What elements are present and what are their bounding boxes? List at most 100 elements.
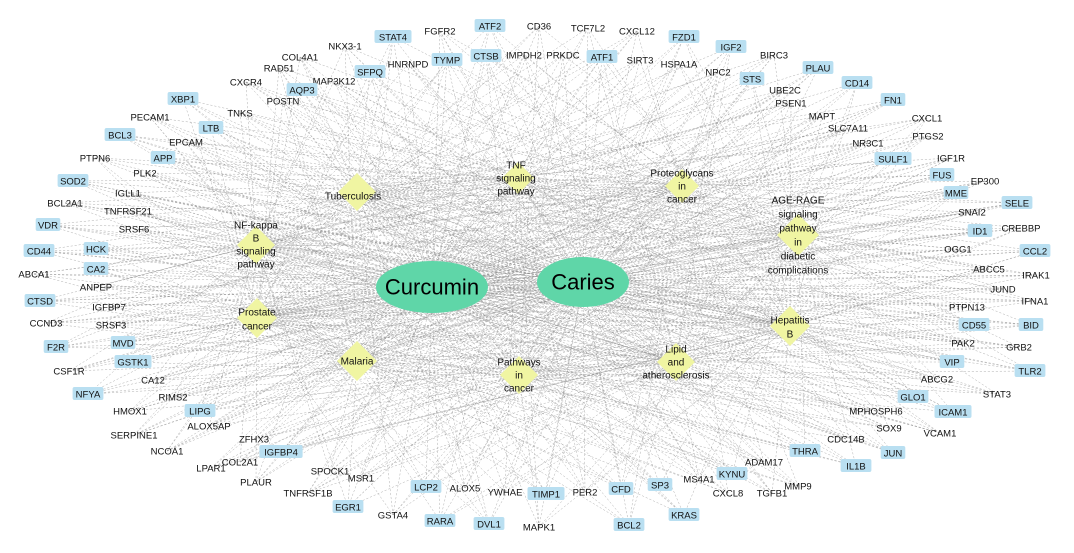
gene-label: ATF2 bbox=[479, 22, 502, 33]
gene-label: STAT3 bbox=[983, 390, 1011, 401]
pathway-label: Hepatitis bbox=[771, 316, 810, 327]
gene-label: VCAM1 bbox=[924, 429, 957, 440]
edge bbox=[64, 202, 520, 376]
gene-highlight bbox=[647, 478, 673, 491]
gene-label: UBE2C bbox=[769, 86, 801, 97]
edge bbox=[407, 63, 791, 327]
edge bbox=[255, 244, 506, 493]
gene-node: CTSB bbox=[470, 49, 502, 63]
gene-label: SPOCK1 bbox=[311, 467, 350, 478]
edge bbox=[255, 244, 441, 522]
gene-node: HCK bbox=[83, 242, 109, 256]
gene-node: EGR1 bbox=[332, 500, 364, 514]
edge bbox=[55, 177, 519, 348]
edge bbox=[489, 25, 584, 283]
edge bbox=[95, 244, 257, 250]
gene-node: CSF1R bbox=[53, 367, 84, 378]
gene-highlight bbox=[840, 459, 872, 472]
gene-label: NR3C1 bbox=[852, 139, 883, 150]
edge bbox=[356, 191, 799, 487]
edge bbox=[431, 142, 869, 288]
edge bbox=[87, 244, 257, 395]
edge bbox=[431, 55, 487, 288]
gene-node: MAP3K12 bbox=[313, 77, 356, 88]
edge bbox=[152, 244, 257, 381]
edge bbox=[210, 127, 358, 193]
edge bbox=[582, 78, 753, 283]
edge bbox=[162, 157, 433, 288]
edge bbox=[681, 46, 732, 187]
edge bbox=[356, 191, 973, 213]
edge bbox=[485, 55, 519, 179]
edge bbox=[431, 157, 952, 288]
edge bbox=[182, 98, 358, 193]
gene-node: MME bbox=[943, 186, 969, 200]
edge bbox=[582, 67, 819, 283]
gene-node: STAT4 bbox=[374, 30, 412, 44]
gene-node: ALOX5 bbox=[450, 484, 481, 495]
gene-label: CDC14B bbox=[827, 435, 865, 446]
gene-label: NCOA1 bbox=[151, 447, 184, 458]
gene-label: MAP3K12 bbox=[313, 77, 356, 88]
edge bbox=[431, 211, 973, 288]
gene-label: ABCA1 bbox=[18, 270, 49, 281]
gene-label: CTSD bbox=[27, 297, 53, 308]
gene-highlight bbox=[613, 518, 645, 531]
edge bbox=[582, 281, 765, 463]
edge bbox=[675, 324, 1032, 363]
edge bbox=[582, 117, 928, 283]
edge bbox=[95, 191, 358, 270]
edge bbox=[329, 185, 683, 472]
edge bbox=[356, 89, 786, 362]
gene-node: TCF7L2 bbox=[571, 24, 605, 35]
gene-node: KYNU bbox=[716, 467, 748, 481]
edge bbox=[162, 157, 519, 179]
gene-node: SERPINE1 bbox=[111, 431, 158, 442]
edge bbox=[239, 112, 257, 246]
edge bbox=[620, 361, 677, 490]
edge bbox=[144, 172, 791, 327]
gene-node: SRSF6 bbox=[119, 225, 150, 236]
edge bbox=[278, 67, 683, 187]
gene-label: IGFBP7 bbox=[92, 303, 126, 314]
edge bbox=[582, 281, 954, 413]
edge bbox=[356, 360, 799, 487]
gene-node: PTPN6 bbox=[80, 154, 111, 165]
gene-label: ANPEP bbox=[80, 283, 112, 294]
edge bbox=[255, 244, 847, 440]
edge bbox=[87, 361, 677, 395]
edge bbox=[431, 36, 685, 288]
edge bbox=[582, 281, 964, 344]
edge bbox=[172, 244, 257, 398]
edge bbox=[144, 172, 257, 246]
edge bbox=[464, 281, 584, 489]
gene-label: HNRNPD bbox=[388, 60, 429, 71]
gene-node: GLO1 bbox=[897, 390, 929, 404]
edge bbox=[582, 158, 894, 283]
edge bbox=[38, 250, 584, 283]
edge bbox=[122, 185, 683, 344]
pathway-diamond bbox=[237, 298, 277, 338]
gene-node: SOD2 bbox=[57, 174, 89, 188]
gene-node: ICAM1 bbox=[934, 405, 972, 419]
gene-label: PRKDC bbox=[546, 51, 579, 62]
gene-label: BID bbox=[1023, 321, 1039, 332]
gene-label: IL1B bbox=[846, 462, 866, 473]
edge bbox=[256, 317, 733, 475]
gene-node: ATF2 bbox=[474, 19, 506, 33]
gene-highlight bbox=[1001, 196, 1033, 209]
edge bbox=[584, 234, 799, 493]
edge bbox=[210, 127, 258, 319]
edge bbox=[278, 67, 358, 362]
gene-label: MMP9 bbox=[784, 482, 811, 493]
edge bbox=[87, 177, 519, 395]
edge bbox=[431, 274, 1037, 288]
pathway-node-tb: Tuberculosis bbox=[325, 173, 381, 211]
edge bbox=[129, 286, 433, 412]
edge bbox=[210, 281, 584, 469]
gene-label: SRSF3 bbox=[96, 321, 127, 332]
gene-highlight bbox=[43, 340, 69, 353]
gene-label: PLAUR bbox=[240, 478, 272, 489]
gene-label: GLO1 bbox=[900, 393, 925, 404]
gene-node: UBE2C bbox=[769, 86, 801, 97]
